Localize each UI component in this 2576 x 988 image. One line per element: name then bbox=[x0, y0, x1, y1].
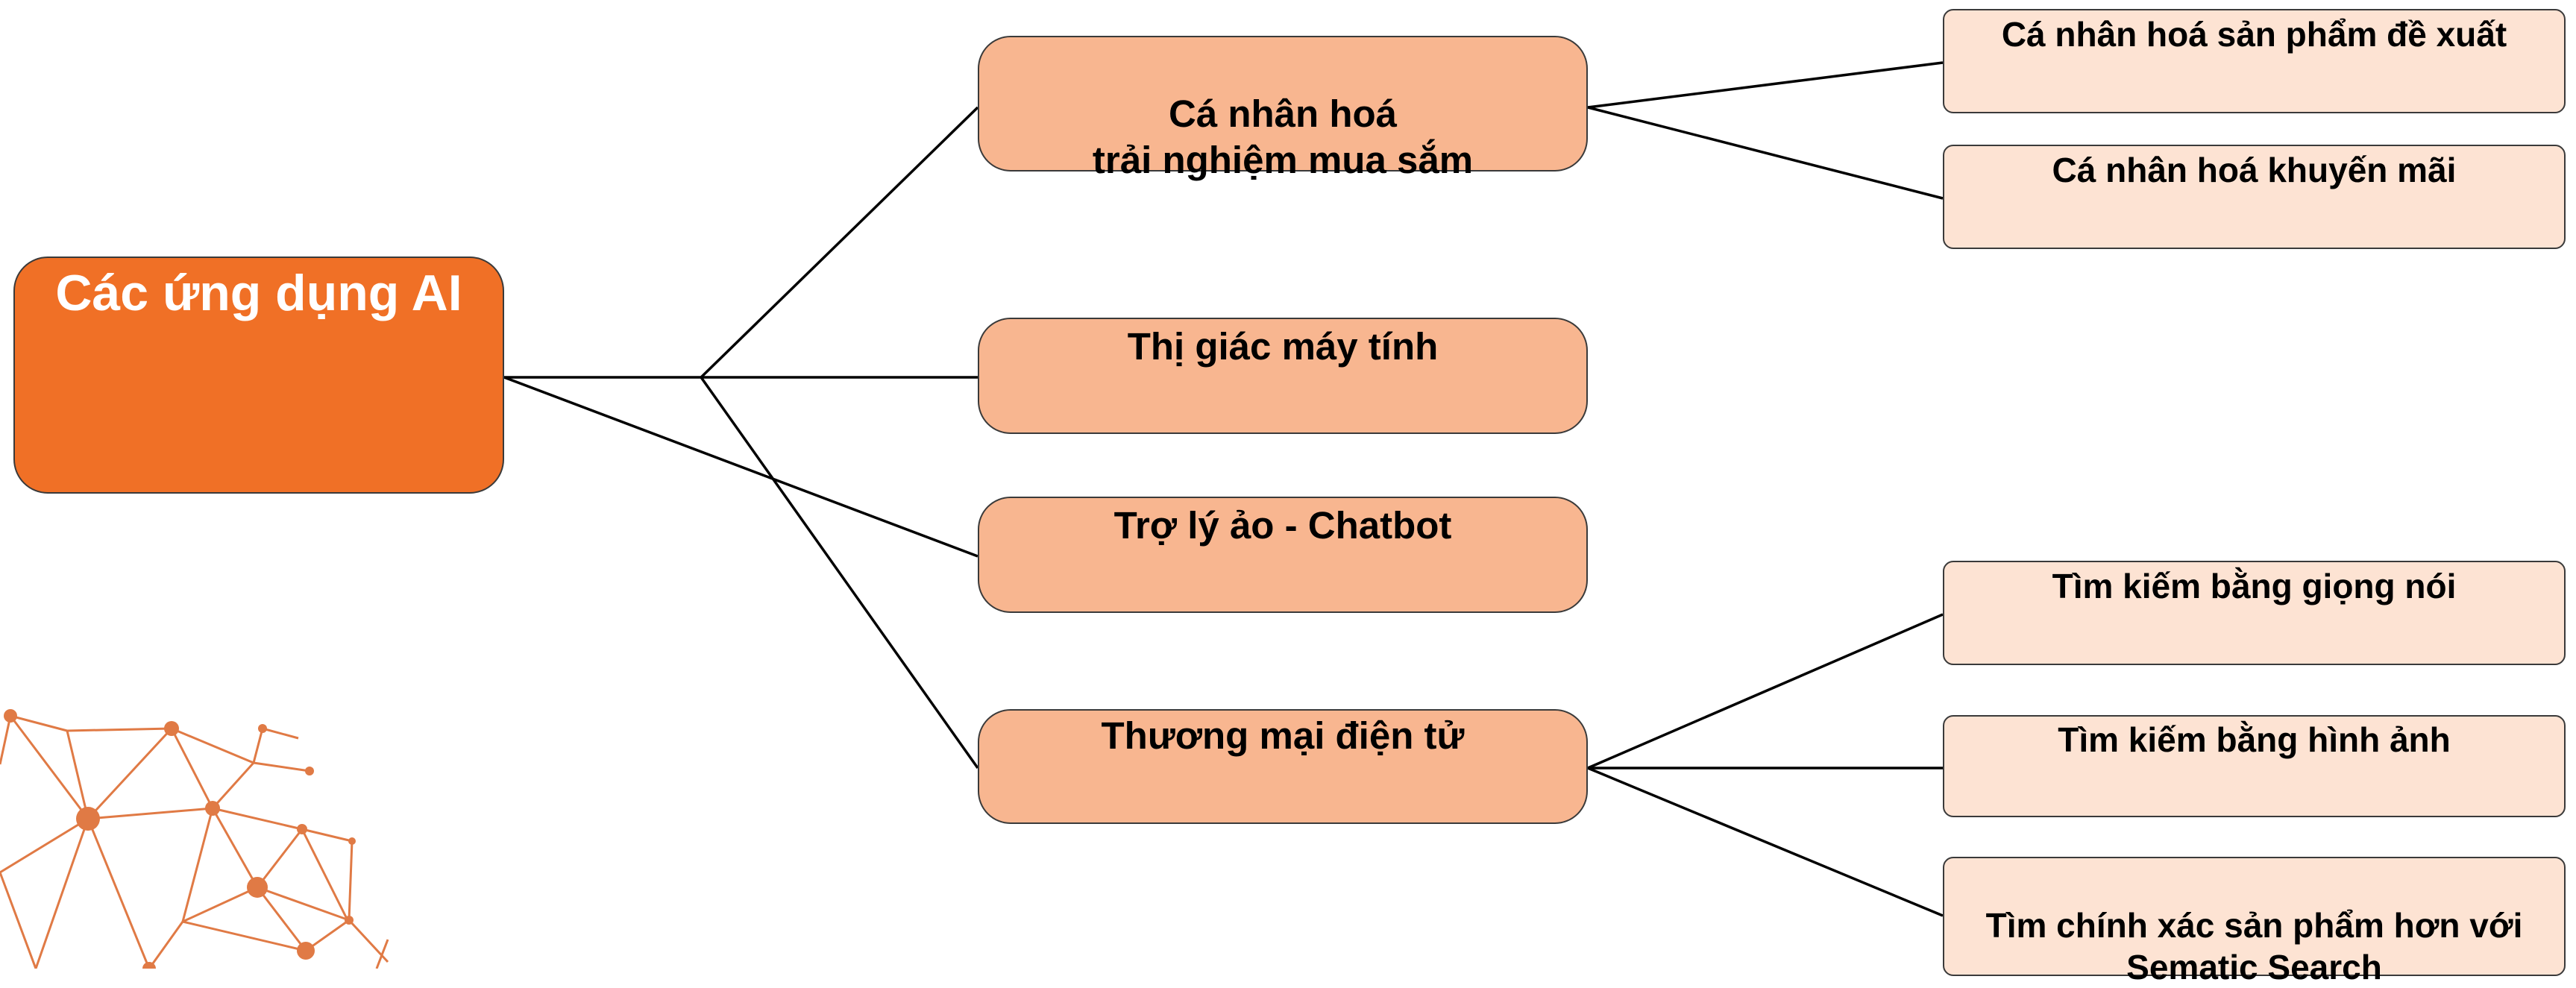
root-node: Các ứng dụng AI bbox=[13, 257, 504, 494]
leaf-node-voice-search: Tìm kiếm bằng giọng nói bbox=[1943, 561, 2566, 665]
network-globe-icon bbox=[0, 709, 389, 969]
branch-label: Thị giác máy tính bbox=[1127, 325, 1439, 368]
leaf-node-personalized-promotions: Cá nhân hoá khuyến mãi bbox=[1943, 145, 2566, 249]
leaf-node-image-search: Tìm kiếm bằng hình ảnh bbox=[1943, 715, 2566, 817]
branch-label: Trợ lý ảo - Chatbot bbox=[1113, 504, 1452, 547]
leaf-label: Tìm chính xác sản phẩm hơn với Sematic S… bbox=[1985, 906, 2523, 987]
branch-node-chatbot: Trợ lý ảo - Chatbot bbox=[978, 497, 1588, 613]
leaf-label: Tìm kiếm bằng giọng nói bbox=[2052, 567, 2457, 605]
leaf-node-personalized-recommendations: Cá nhân hoá sản phẩm đề xuất bbox=[1943, 9, 2566, 113]
leaf-node-semantic-search: Tìm chính xác sản phẩm hơn với Sematic S… bbox=[1943, 857, 2566, 987]
branch-node-computer-vision: Thị giác máy tính bbox=[978, 318, 1588, 434]
leaf-label: Cá nhân hoá khuyến mãi bbox=[2052, 151, 2457, 189]
branch-label: Cá nhân hoá trải nghiệm mua sắm bbox=[1092, 92, 1474, 182]
branch-node-personalization: Cá nhân hoá trải nghiệm mua sắm bbox=[978, 36, 1588, 181]
branch-label: Thương mại điện tử bbox=[1101, 714, 1465, 757]
leaf-label: Tìm kiếm bằng hình ảnh bbox=[2058, 720, 2451, 759]
root-label: Các ứng dụng AI bbox=[55, 265, 462, 321]
leaf-label: Cá nhân hoá sản phẩm đề xuất bbox=[2001, 15, 2507, 54]
branch-node-ecommerce: Thương mại điện tử bbox=[978, 709, 1588, 824]
